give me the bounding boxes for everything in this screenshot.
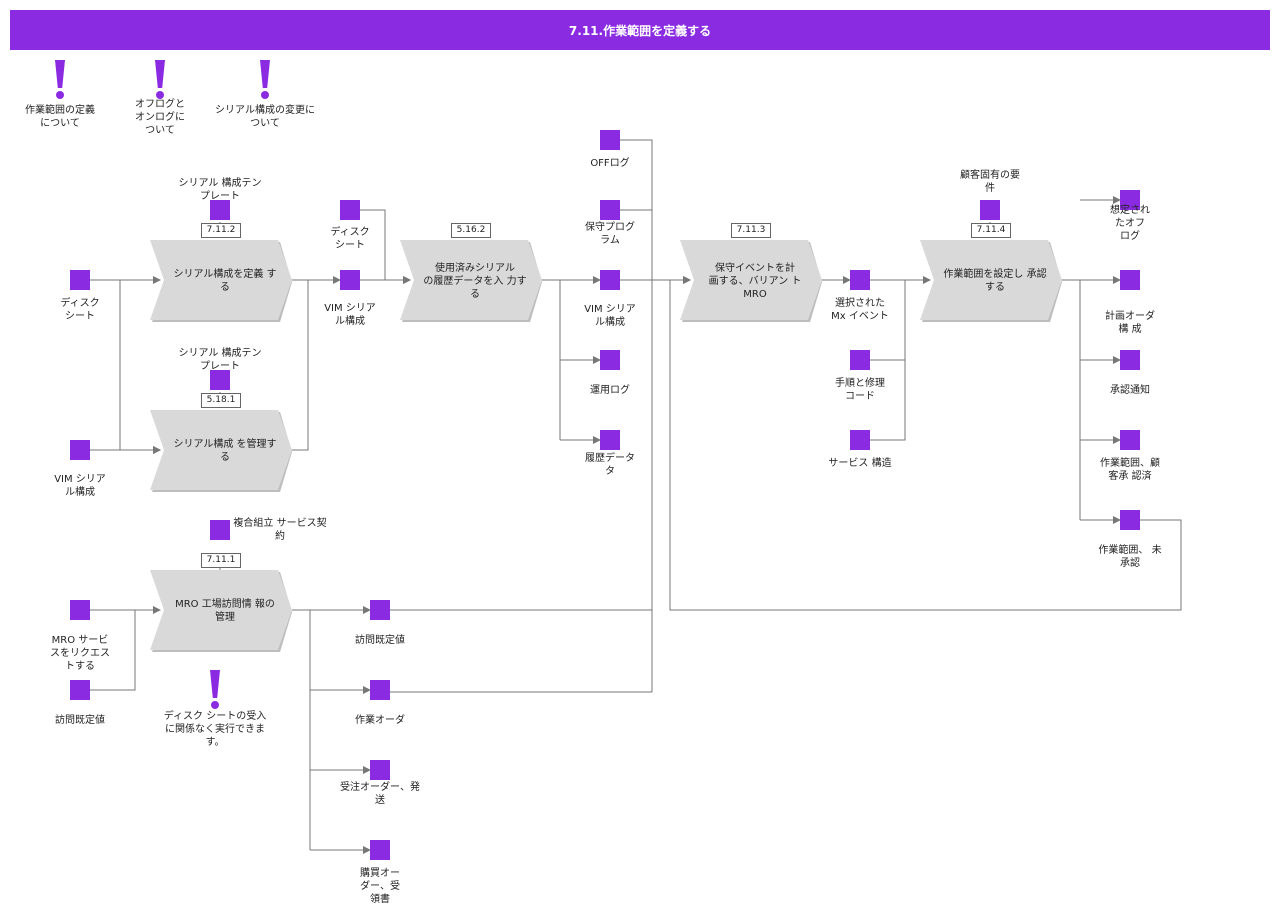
object-vim-serial-out[interactable] — [600, 270, 620, 290]
object-label: 選択された Mx イベント — [831, 298, 889, 322]
object-label: 顧客固有の要 件 — [960, 170, 1020, 194]
object-label: 想定され たオフ ログ — [1110, 205, 1150, 242]
object-sales-order[interactable] — [370, 760, 390, 780]
process-ref-tag: 7.11.4 — [971, 223, 1011, 238]
object-label: 承認通知 — [1110, 385, 1150, 396]
object-label: MRO サービ スをリクエス トする — [50, 635, 110, 672]
note-exclamation-icon-3[interactable] — [255, 60, 275, 100]
object-history[interactable] — [600, 430, 620, 450]
object-label: 保守プログ ラム — [585, 222, 635, 246]
note-exclamation-icon-2[interactable] — [150, 60, 170, 100]
object-label: OFFログ — [590, 158, 630, 169]
object-disc-sheet-mid[interactable] — [340, 200, 360, 220]
object-label: サービス 構造 — [828, 458, 892, 469]
object-planned-offlog[interactable] — [1120, 190, 1140, 210]
object-selected-mx[interactable] — [850, 270, 870, 290]
object-scope-approved[interactable] — [1120, 430, 1140, 450]
object-planned-order[interactable] — [1120, 270, 1140, 290]
object-label: シリアル 構成テン プレート — [178, 178, 262, 202]
object-purchase-order[interactable] — [370, 840, 390, 860]
process-manage-serial[interactable]: シリアル構成 を管理する — [150, 410, 292, 492]
object-serial-template-2[interactable] — [210, 370, 230, 390]
object-label: 作業範囲、 未 承認 — [1098, 545, 1162, 569]
process-label: 使用済みシリアル の履歴データを入 力する — [423, 262, 527, 300]
object-approval-notice[interactable] — [1120, 350, 1140, 370]
object-label: VIM シリア ル構成 — [324, 303, 376, 327]
note-offlog-onlog: オフログと オンログに ついて — [135, 99, 185, 136]
object-serial-template-1[interactable] — [210, 200, 230, 220]
process-label: 保守イベントを計 画する、バリアン ト MRO — [708, 262, 802, 300]
object-disc-sheet-in[interactable] — [70, 270, 90, 290]
object-label: 購買オー ダー、受 領書 — [360, 868, 400, 905]
process-ref-tag: 5.16.2 — [451, 223, 491, 238]
object-procedure[interactable] — [850, 350, 870, 370]
object-label: 運用ログ — [590, 385, 630, 396]
object-label: VIM シリア ル構成 — [584, 304, 636, 328]
object-vim-serial-in[interactable] — [70, 440, 90, 460]
object-label: ディスク シート — [330, 227, 370, 251]
note-serial-change: シリアル構成の変更に ついて — [215, 105, 315, 129]
object-maint-program[interactable] — [600, 200, 620, 220]
object-label: シリアル 構成テン プレート — [178, 348, 262, 372]
object-label: 訪問既定値 — [355, 635, 405, 646]
object-complex-contract[interactable] — [210, 520, 230, 540]
process-label: シリアル構成を定義 する — [173, 269, 277, 293]
object-label: ディスク シート — [60, 298, 100, 322]
process-define-serial[interactable]: シリアル構成を定義 する — [150, 240, 292, 322]
object-label: 受注オーダー、発 送 — [340, 782, 420, 806]
process-mro-visit[interactable]: MRO 工場訪問情 報の管理 — [150, 570, 292, 652]
process-plan-maintenance[interactable]: 保守イベントを計 画する、バリアン ト MRO — [680, 240, 822, 322]
note-exclamation-icon-4[interactable] — [205, 670, 225, 710]
object-mro-request[interactable] — [70, 600, 90, 620]
process-label: MRO 工場訪問情 報の管理 — [175, 599, 275, 623]
process-ref-tag: 5.18.1 — [201, 393, 241, 408]
object-label: 手順と修理 コード — [835, 378, 885, 402]
object-label: 作業オーダ — [355, 715, 405, 726]
object-label: 計画オーダ 構 成 — [1105, 311, 1155, 335]
object-label: 履歴データ タ — [585, 453, 635, 477]
note-disc-sheet: ディスク シートの受入 に関係なく実行できま す。 — [163, 711, 267, 748]
object-label: 複合組立 サービス契 約 — [233, 518, 327, 542]
object-label: 作業範囲、顧 客承 認済 — [1100, 458, 1160, 482]
object-visit-default-out[interactable] — [370, 600, 390, 620]
object-label: VIM シリア ル構成 — [54, 474, 106, 498]
process-ref-tag: 7.11.3 — [731, 223, 771, 238]
object-scope-unapproved[interactable] — [1120, 510, 1140, 530]
process-ref-tag: 7.11.2 — [201, 223, 241, 238]
object-off-log[interactable] — [600, 130, 620, 150]
object-vim-serial-mid[interactable] — [340, 270, 360, 290]
object-service-struct[interactable] — [850, 430, 870, 450]
object-label: 訪問既定値 — [55, 715, 105, 726]
object-customer-req[interactable] — [980, 200, 1000, 220]
object-visit-default-in[interactable] — [70, 680, 90, 700]
process-set-approve-scope[interactable]: 作業範囲を設定し 承認する — [920, 240, 1062, 322]
process-history-data[interactable]: 使用済みシリアル の履歴データを入 力する — [400, 240, 542, 322]
process-label: シリアル構成 を管理する — [173, 439, 277, 463]
page-title: 7.11.作業範囲を定義する — [10, 10, 1270, 50]
object-work-order[interactable] — [370, 680, 390, 700]
note-scope-definition: 作業範囲の定義 について — [25, 105, 95, 129]
object-ops-log[interactable] — [600, 350, 620, 370]
note-exclamation-icon-1[interactable] — [50, 60, 70, 100]
process-label: 作業範囲を設定し 承認する — [943, 269, 1047, 293]
process-ref-tag: 7.11.1 — [201, 553, 241, 568]
